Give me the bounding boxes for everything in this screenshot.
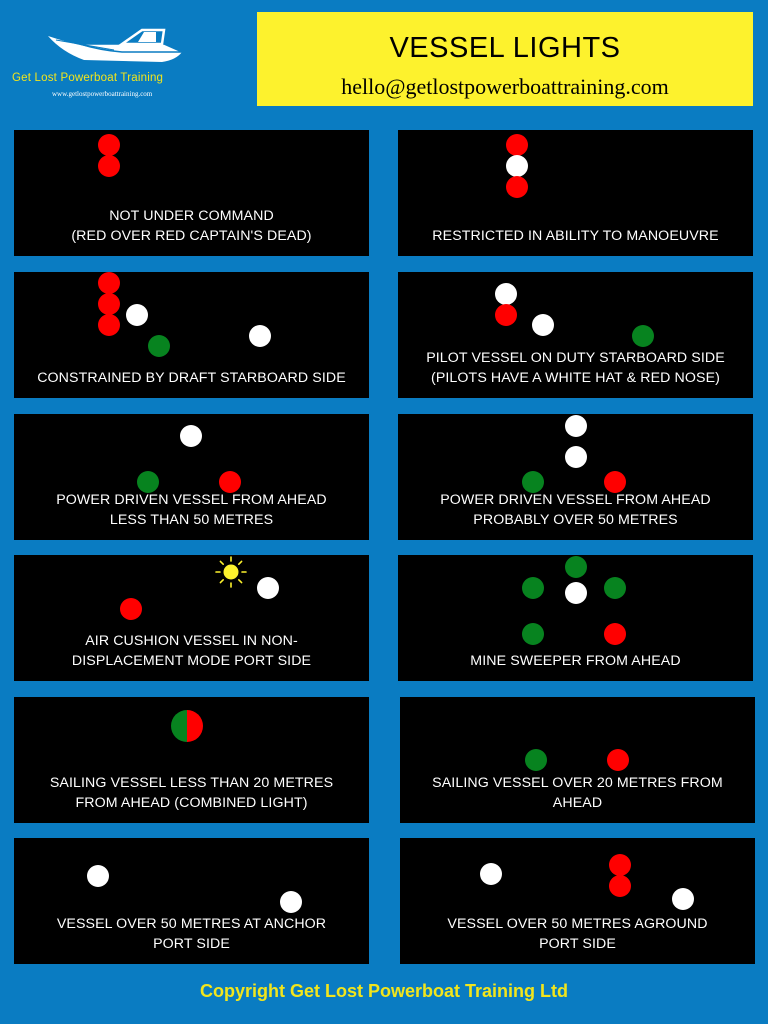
green-light [522, 471, 544, 493]
panel-label: PILOT VESSEL ON DUTY STARBOARD SIDE (PIL… [398, 348, 753, 388]
panel-label-line-1: SAILING VESSEL LESS THAN 20 METRES [49, 775, 334, 791]
panel-label-line-1: POWER DRIVEN VESSEL FROM AHEAD [440, 492, 711, 508]
panel-label-line-1: AIR CUSHION VESSEL IN NON- [85, 633, 298, 649]
panel-label-line-1: CONSTRAINED BY DRAFT STARBOARD SIDE [37, 370, 346, 386]
panel-label-line-2: LESS THAN 50 METRES [109, 512, 274, 528]
panel-air-cushion-vessel: AIR CUSHION VESSEL IN NON- DISPLACEMENT … [14, 555, 369, 681]
panel-label: CONSTRAINED BY DRAFT STARBOARD SIDE [14, 368, 369, 388]
panel-power-driven-over-50m: POWER DRIVEN VESSEL FROM AHEAD PROBABLY … [398, 414, 753, 540]
page-title: VESSEL LIGHTS [389, 32, 621, 64]
flashing-yellow-light-icon [215, 556, 247, 588]
panel-label-line-1: VESSEL OVER 50 METRES AT ANCHOR [56, 916, 327, 932]
panel-label: RESTRICTED IN ABILITY TO MANOEUVRE [398, 226, 753, 246]
red-light [98, 293, 120, 315]
green-light [522, 623, 544, 645]
red-light [609, 875, 631, 897]
green-light [632, 325, 654, 347]
panel-label: POWER DRIVEN VESSEL FROM AHEAD LESS THAN… [14, 490, 369, 530]
panel-label: AIR CUSHION VESSEL IN NON- DISPLACEMENT … [14, 631, 369, 671]
panel-label: SAILING VESSEL OVER 20 METRES FROM AHEAD [400, 773, 755, 813]
white-light [280, 891, 302, 913]
panel-restricted-ability: RESTRICTED IN ABILITY TO MANOEUVRE [398, 130, 753, 256]
panel-mine-sweeper: MINE SWEEPER FROM AHEAD [398, 555, 753, 681]
brand-logo: Get Lost Powerboat Training www.getlostp… [0, 0, 250, 115]
white-light [532, 314, 554, 336]
panel-sailing-vessel-over-20m: SAILING VESSEL OVER 20 METRES FROM AHEAD [400, 697, 755, 823]
panel-label-line-1: RESTRICTED IN ABILITY TO MANOEUVRE [432, 228, 719, 244]
panel-label: VESSEL OVER 50 METRES AGROUND PORT SIDE [400, 914, 755, 954]
green-light [604, 577, 626, 599]
panel-label: SAILING VESSEL LESS THAN 20 METRES FROM … [14, 773, 369, 813]
panel-label-line-2: DISPLACEMENT MODE PORT SIDE [71, 653, 312, 669]
white-light [495, 283, 517, 305]
panel-label-line-2: PORT SIDE [539, 936, 616, 952]
title-box: VESSEL LIGHTS hello@getlostpowerboattrai… [257, 12, 753, 106]
panel-not-under-command: NOT UNDER COMMAND (RED OVER RED CAPTAIN'… [14, 130, 369, 256]
red-light [98, 314, 120, 336]
panel-label: MINE SWEEPER FROM AHEAD [398, 651, 753, 671]
combined-sidelight [171, 710, 203, 742]
red-light [604, 623, 626, 645]
green-light [148, 335, 170, 357]
white-light [126, 304, 148, 326]
red-light [607, 749, 629, 771]
white-light [565, 582, 587, 604]
panel-label-line-2: FROM AHEAD (COMBINED LIGHT) [75, 795, 308, 811]
copyright-text: Copyright Get Lost Powerboat Training Lt… [200, 981, 568, 1001]
panel-constrained-by-draft: CONSTRAINED BY DRAFT STARBOARD SIDE [14, 272, 369, 398]
white-light [180, 425, 202, 447]
white-light [257, 577, 279, 599]
red-light [495, 304, 517, 326]
panel-label: VESSEL OVER 50 METRES AT ANCHOR PORT SID… [14, 914, 369, 954]
panel-vessel-at-anchor: VESSEL OVER 50 METRES AT ANCHOR PORT SID… [14, 838, 369, 964]
white-light [565, 446, 587, 468]
red-light [120, 598, 142, 620]
panel-label-line-2: (PILOTS HAVE A WHITE HAT & RED NOSE) [431, 370, 720, 386]
green-light [525, 749, 547, 771]
panel-label-line-2: (RED OVER RED CAPTAIN'S DEAD) [71, 228, 312, 244]
contact-email: hello@getlostpowerboattraining.com [341, 74, 669, 99]
panel-label-line-1: SAILING VESSEL OVER 20 METRES FROM [432, 775, 723, 791]
panel-label-line-1: MINE SWEEPER FROM AHEAD [470, 653, 681, 669]
white-light [506, 155, 528, 177]
brand-url: www.getlostpowerboattraining.com [52, 90, 153, 98]
green-light [137, 471, 159, 493]
panel-power-driven-under-50m: POWER DRIVEN VESSEL FROM AHEAD LESS THAN… [14, 414, 369, 540]
white-light [480, 863, 502, 885]
red-light [506, 134, 528, 156]
red-light [604, 471, 626, 493]
panel-sailing-vessel-under-20m: SAILING VESSEL LESS THAN 20 METRES FROM … [14, 697, 369, 823]
powerboat-icon [48, 28, 183, 62]
panel-label-line-1: VESSEL OVER 50 METRES AGROUND [447, 916, 708, 932]
panel-label-line-2: PROBABLY OVER 50 METRES [473, 512, 678, 528]
panel-label-line-2: PORT SIDE [153, 936, 230, 952]
panel-label: NOT UNDER COMMAND (RED OVER RED CAPTAIN'… [14, 206, 369, 246]
green-light [565, 556, 587, 578]
panel-label-line-2: AHEAD [552, 795, 603, 811]
white-light [672, 888, 694, 910]
red-light [609, 854, 631, 876]
red-light [98, 272, 120, 294]
red-light [98, 134, 120, 156]
white-light [87, 865, 109, 887]
red-light [506, 176, 528, 198]
brand-name: Get Lost Powerboat Training [12, 72, 164, 84]
panel-vessel-aground: VESSEL OVER 50 METRES AGROUND PORT SIDE [400, 838, 755, 964]
panel-pilot-vessel: PILOT VESSEL ON DUTY STARBOARD SIDE (PIL… [398, 272, 753, 398]
panel-label-line-1: NOT UNDER COMMAND [109, 208, 274, 224]
panel-label-line-1: POWER DRIVEN VESSEL FROM AHEAD [56, 492, 327, 508]
panel-label: POWER DRIVEN VESSEL FROM AHEAD PROBABLY … [398, 490, 753, 530]
white-light [565, 415, 587, 437]
red-light [98, 155, 120, 177]
panel-label-line-1: PILOT VESSEL ON DUTY STARBOARD SIDE [426, 350, 725, 366]
white-light [249, 325, 271, 347]
green-light [522, 577, 544, 599]
red-light [219, 471, 241, 493]
